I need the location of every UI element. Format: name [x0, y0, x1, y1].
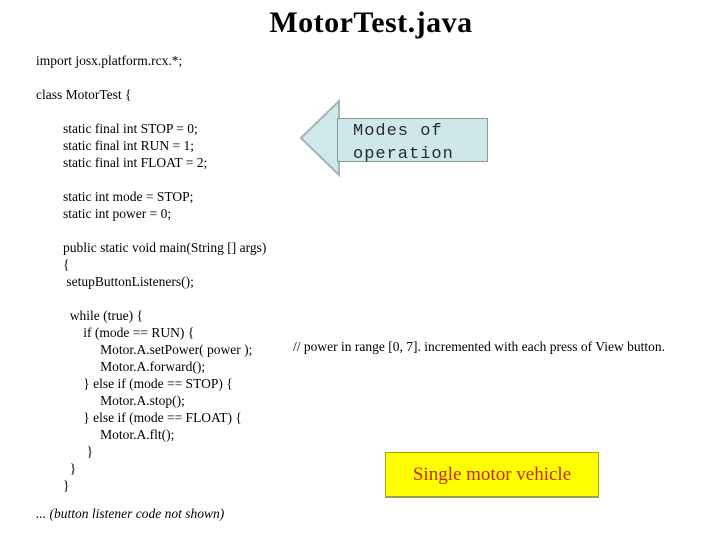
code-line — [36, 103, 266, 120]
single-motor-vehicle-callout: Single motor vehicle — [385, 452, 599, 497]
code-line: } — [36, 461, 77, 476]
code-line: setupButtonListeners(); — [36, 274, 194, 289]
code-line: } — [36, 444, 94, 459]
code-line: import josx.platform.rcx.*; — [36, 53, 183, 68]
slide-title: MotorTest.java — [269, 6, 473, 39]
code-footnote: ... (button listener code not shown) — [36, 506, 225, 521]
code-inline-comment: // power in range [0, 7]. incremented wi… — [293, 339, 665, 354]
code-line — [36, 290, 266, 307]
code-line: Motor.A.forward(); — [36, 359, 206, 374]
code-line: Motor.A.stop(); — [36, 393, 185, 408]
code-line — [36, 222, 266, 239]
code-line — [36, 69, 266, 86]
code-line: class MotorTest { — [36, 87, 132, 102]
code-line — [36, 171, 266, 188]
code-line: if (mode == RUN) { — [36, 325, 195, 340]
code-line: while (true) { — [36, 308, 143, 323]
code-line: static int mode = STOP; — [36, 189, 194, 204]
code-line: Motor.A.setPower( power ); — [36, 342, 253, 357]
single-motor-vehicle-label: Single motor vehicle — [412, 463, 572, 485]
code-block: import josx.platform.rcx.*; class MotorTe… — [36, 52, 266, 494]
code-line: public static void main(String [] args) — [36, 240, 267, 255]
code-line: Motor.A.flt(); — [36, 427, 175, 442]
code-line: { — [36, 257, 70, 272]
modes-of-operation-label: Modes of operation — [353, 122, 454, 164]
code-line: } — [36, 478, 70, 493]
code-line: static final int FLOAT = 2; — [36, 155, 208, 170]
code-line: } else if (mode == FLOAT) { — [36, 410, 242, 425]
code-line: } else if (mode == STOP) { — [36, 376, 233, 391]
modes-of-operation-callout: Modes of operation — [337, 118, 488, 164]
code-line: static int power = 0; — [36, 206, 172, 221]
code-line: static final int STOP = 0; — [36, 121, 198, 136]
code-line: static final int RUN = 1; — [36, 138, 194, 153]
